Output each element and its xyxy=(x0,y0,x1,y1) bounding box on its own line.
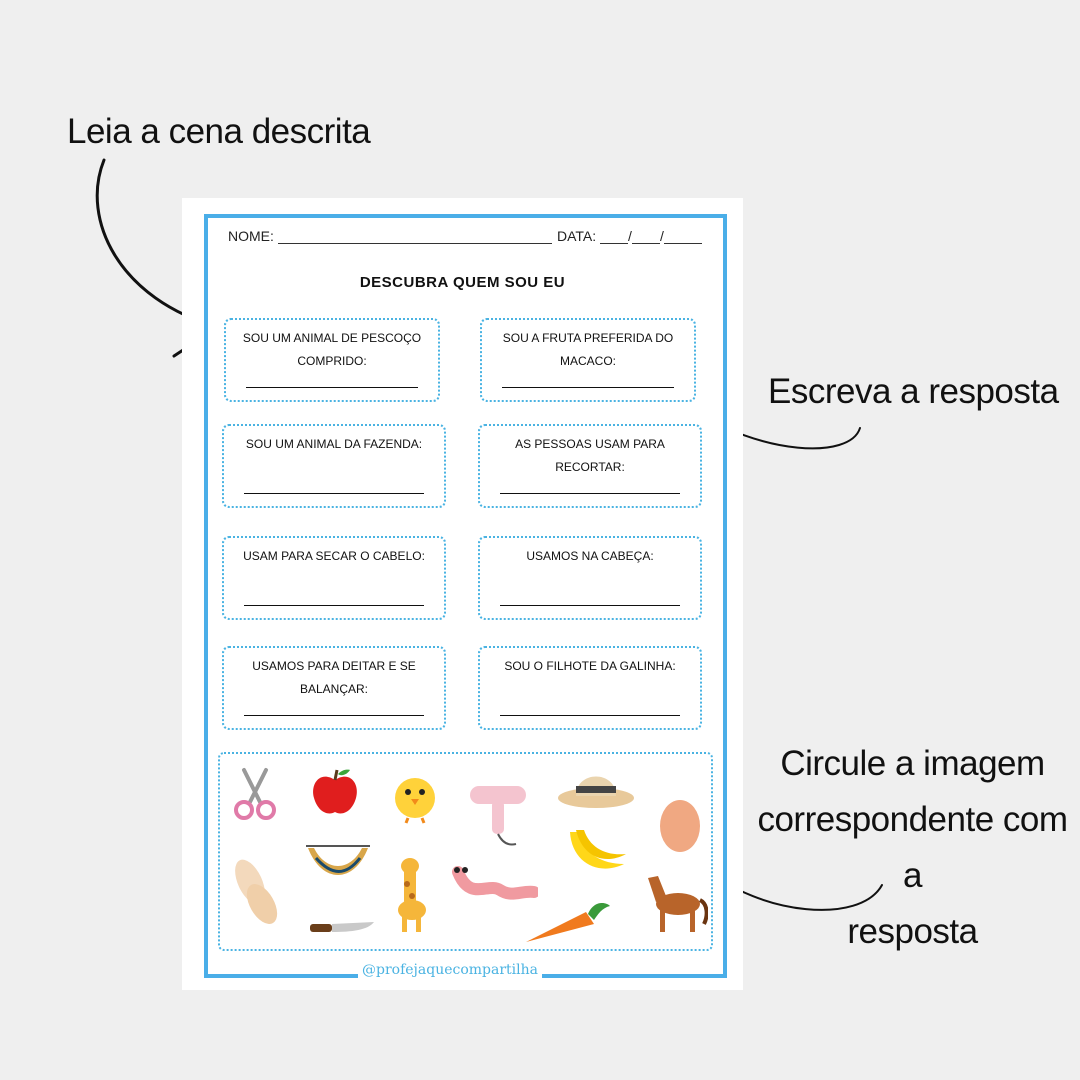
answer-line[interactable] xyxy=(244,605,424,606)
date-field: DATA: // xyxy=(557,228,702,244)
question-text: SOU A FRUTA PREFERIDA DO MACACO: xyxy=(502,331,674,368)
knife-icon[interactable] xyxy=(308,916,378,938)
question-text: SOU UM ANIMAL DA FAZENDA: xyxy=(245,437,423,451)
question-text: AS PESSOAS USAM PARA RECORTAR: xyxy=(515,437,665,474)
question-text: SOU UM ANIMAL DE PESCOÇO COMPRIDO: xyxy=(242,331,422,368)
callout-read: Leia a cena descrita xyxy=(67,112,371,151)
apple-icon[interactable] xyxy=(310,766,360,818)
question-box-5: USAM PARA SECAR O CABELO: xyxy=(222,536,446,620)
horse-icon[interactable] xyxy=(638,872,708,938)
egg-icon[interactable] xyxy=(658,794,702,854)
date-month-line[interactable] xyxy=(631,229,660,244)
question-text: SOU O FILHOTE DA GALINHA: xyxy=(504,659,676,673)
worksheet-title: DESCUBRA QUEM SOU EU xyxy=(359,274,566,291)
giraffe-icon[interactable] xyxy=(392,854,432,936)
scissors-icon[interactable] xyxy=(230,766,280,822)
hammock-icon[interactable] xyxy=(302,840,374,894)
callout-write: Escreva a resposta xyxy=(768,372,1059,411)
answer-line[interactable] xyxy=(244,493,424,494)
banana-icon[interactable] xyxy=(564,824,628,882)
name-field: NOME: xyxy=(228,228,552,244)
date-day-line[interactable] xyxy=(600,229,629,244)
answer-line[interactable] xyxy=(500,493,680,494)
hat-icon[interactable] xyxy=(556,764,636,810)
question-box-2: SOU A FRUTA PREFERIDA DO MACACO: xyxy=(480,318,696,402)
question-text: USAM PARA SECAR O CABELO: xyxy=(243,549,425,563)
worm-icon[interactable] xyxy=(448,862,538,902)
date-label: DATA: xyxy=(557,228,597,244)
callout-circle-line-3: resposta xyxy=(847,912,978,951)
name-line[interactable] xyxy=(277,229,552,244)
image-choices xyxy=(218,752,713,951)
callout-circle-line-2: correspondente com a xyxy=(757,800,1068,895)
question-text: USAMOS NA CABEÇA: xyxy=(526,549,654,563)
carrot-icon[interactable] xyxy=(522,898,614,948)
answer-line[interactable] xyxy=(244,715,424,716)
answer-line[interactable] xyxy=(502,387,674,388)
question-box-6: USAMOS NA CABEÇA: xyxy=(478,536,702,620)
callout-circle: Circule a imagem correspondente com a re… xyxy=(745,736,1080,960)
worksheet-page: NOME: DATA: // DESCUBRA QUEM SOU EU SOU … xyxy=(182,198,743,990)
question-box-3: SOU UM ANIMAL DA FAZENDA: xyxy=(222,424,446,508)
question-box-1: SOU UM ANIMAL DE PESCOÇO COMPRIDO: xyxy=(224,318,440,402)
chick-icon[interactable] xyxy=(390,766,440,824)
answer-line[interactable] xyxy=(246,387,418,388)
question-box-7: USAMOS PARA DEITAR E SE BALANÇAR: xyxy=(222,646,446,730)
name-label: NOME: xyxy=(228,228,274,244)
callout-circle-line-1: Circule a imagem xyxy=(780,744,1045,783)
slippers-icon[interactable] xyxy=(228,854,288,928)
credit-handle: @profejaquecompartilha xyxy=(358,962,542,978)
date-year-line[interactable] xyxy=(663,229,702,244)
answer-line[interactable] xyxy=(500,715,680,716)
question-box-4: AS PESSOAS USAM PARA RECORTAR: xyxy=(478,424,702,508)
answer-line[interactable] xyxy=(500,605,680,606)
hair-dryer-icon[interactable] xyxy=(466,780,536,850)
question-text: USAMOS PARA DEITAR E SE BALANÇAR: xyxy=(252,659,416,696)
question-box-8: SOU O FILHOTE DA GALINHA: xyxy=(478,646,702,730)
